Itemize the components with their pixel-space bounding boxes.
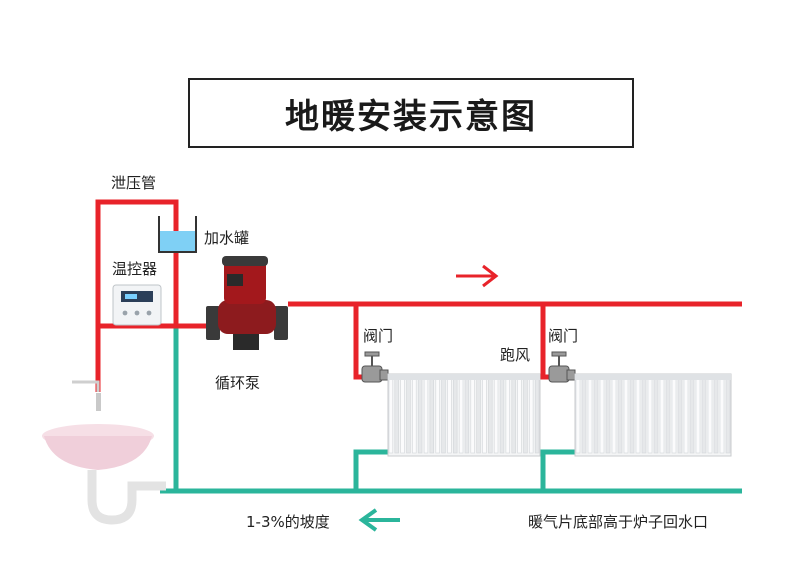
- slope-label: 1-3%的坡度: [246, 513, 330, 531]
- valve-2-label: 阀门: [548, 327, 579, 345]
- supply-pipes: [95, 199, 742, 392]
- radiator2-return-pipe: [540, 449, 577, 491]
- expansion-tank: [158, 216, 197, 253]
- air-vent-label: 跑风: [500, 346, 531, 364]
- sink: [42, 380, 166, 525]
- relief-pipe-label: 泄压管: [111, 174, 157, 192]
- expansion-tank-label: 加水罐: [204, 229, 250, 247]
- valve-2: [548, 351, 576, 383]
- circulation-pump-label: 循环泵: [215, 374, 261, 392]
- circulation-pump: [206, 256, 288, 350]
- supply-flow-arrow: [456, 264, 499, 288]
- thermostat-device: [112, 284, 162, 326]
- radiator-1: [387, 373, 541, 457]
- radiator-note-label: 暖气片底部高于炉子回水口: [528, 513, 709, 531]
- return-flow-arrow: [358, 508, 400, 532]
- radiator-2: [574, 373, 732, 457]
- title-box: 地暖安装示意图: [188, 78, 634, 148]
- radiator1-return-pipe: [353, 449, 390, 491]
- thermostat-label: 温控器: [112, 260, 158, 278]
- diagram-title: 地暖安装示意图: [285, 96, 537, 137]
- return-pipes: [160, 326, 742, 494]
- valve-1: [361, 351, 389, 383]
- valve-1-label: 阀门: [363, 327, 394, 345]
- relief-pipe: [95, 199, 179, 392]
